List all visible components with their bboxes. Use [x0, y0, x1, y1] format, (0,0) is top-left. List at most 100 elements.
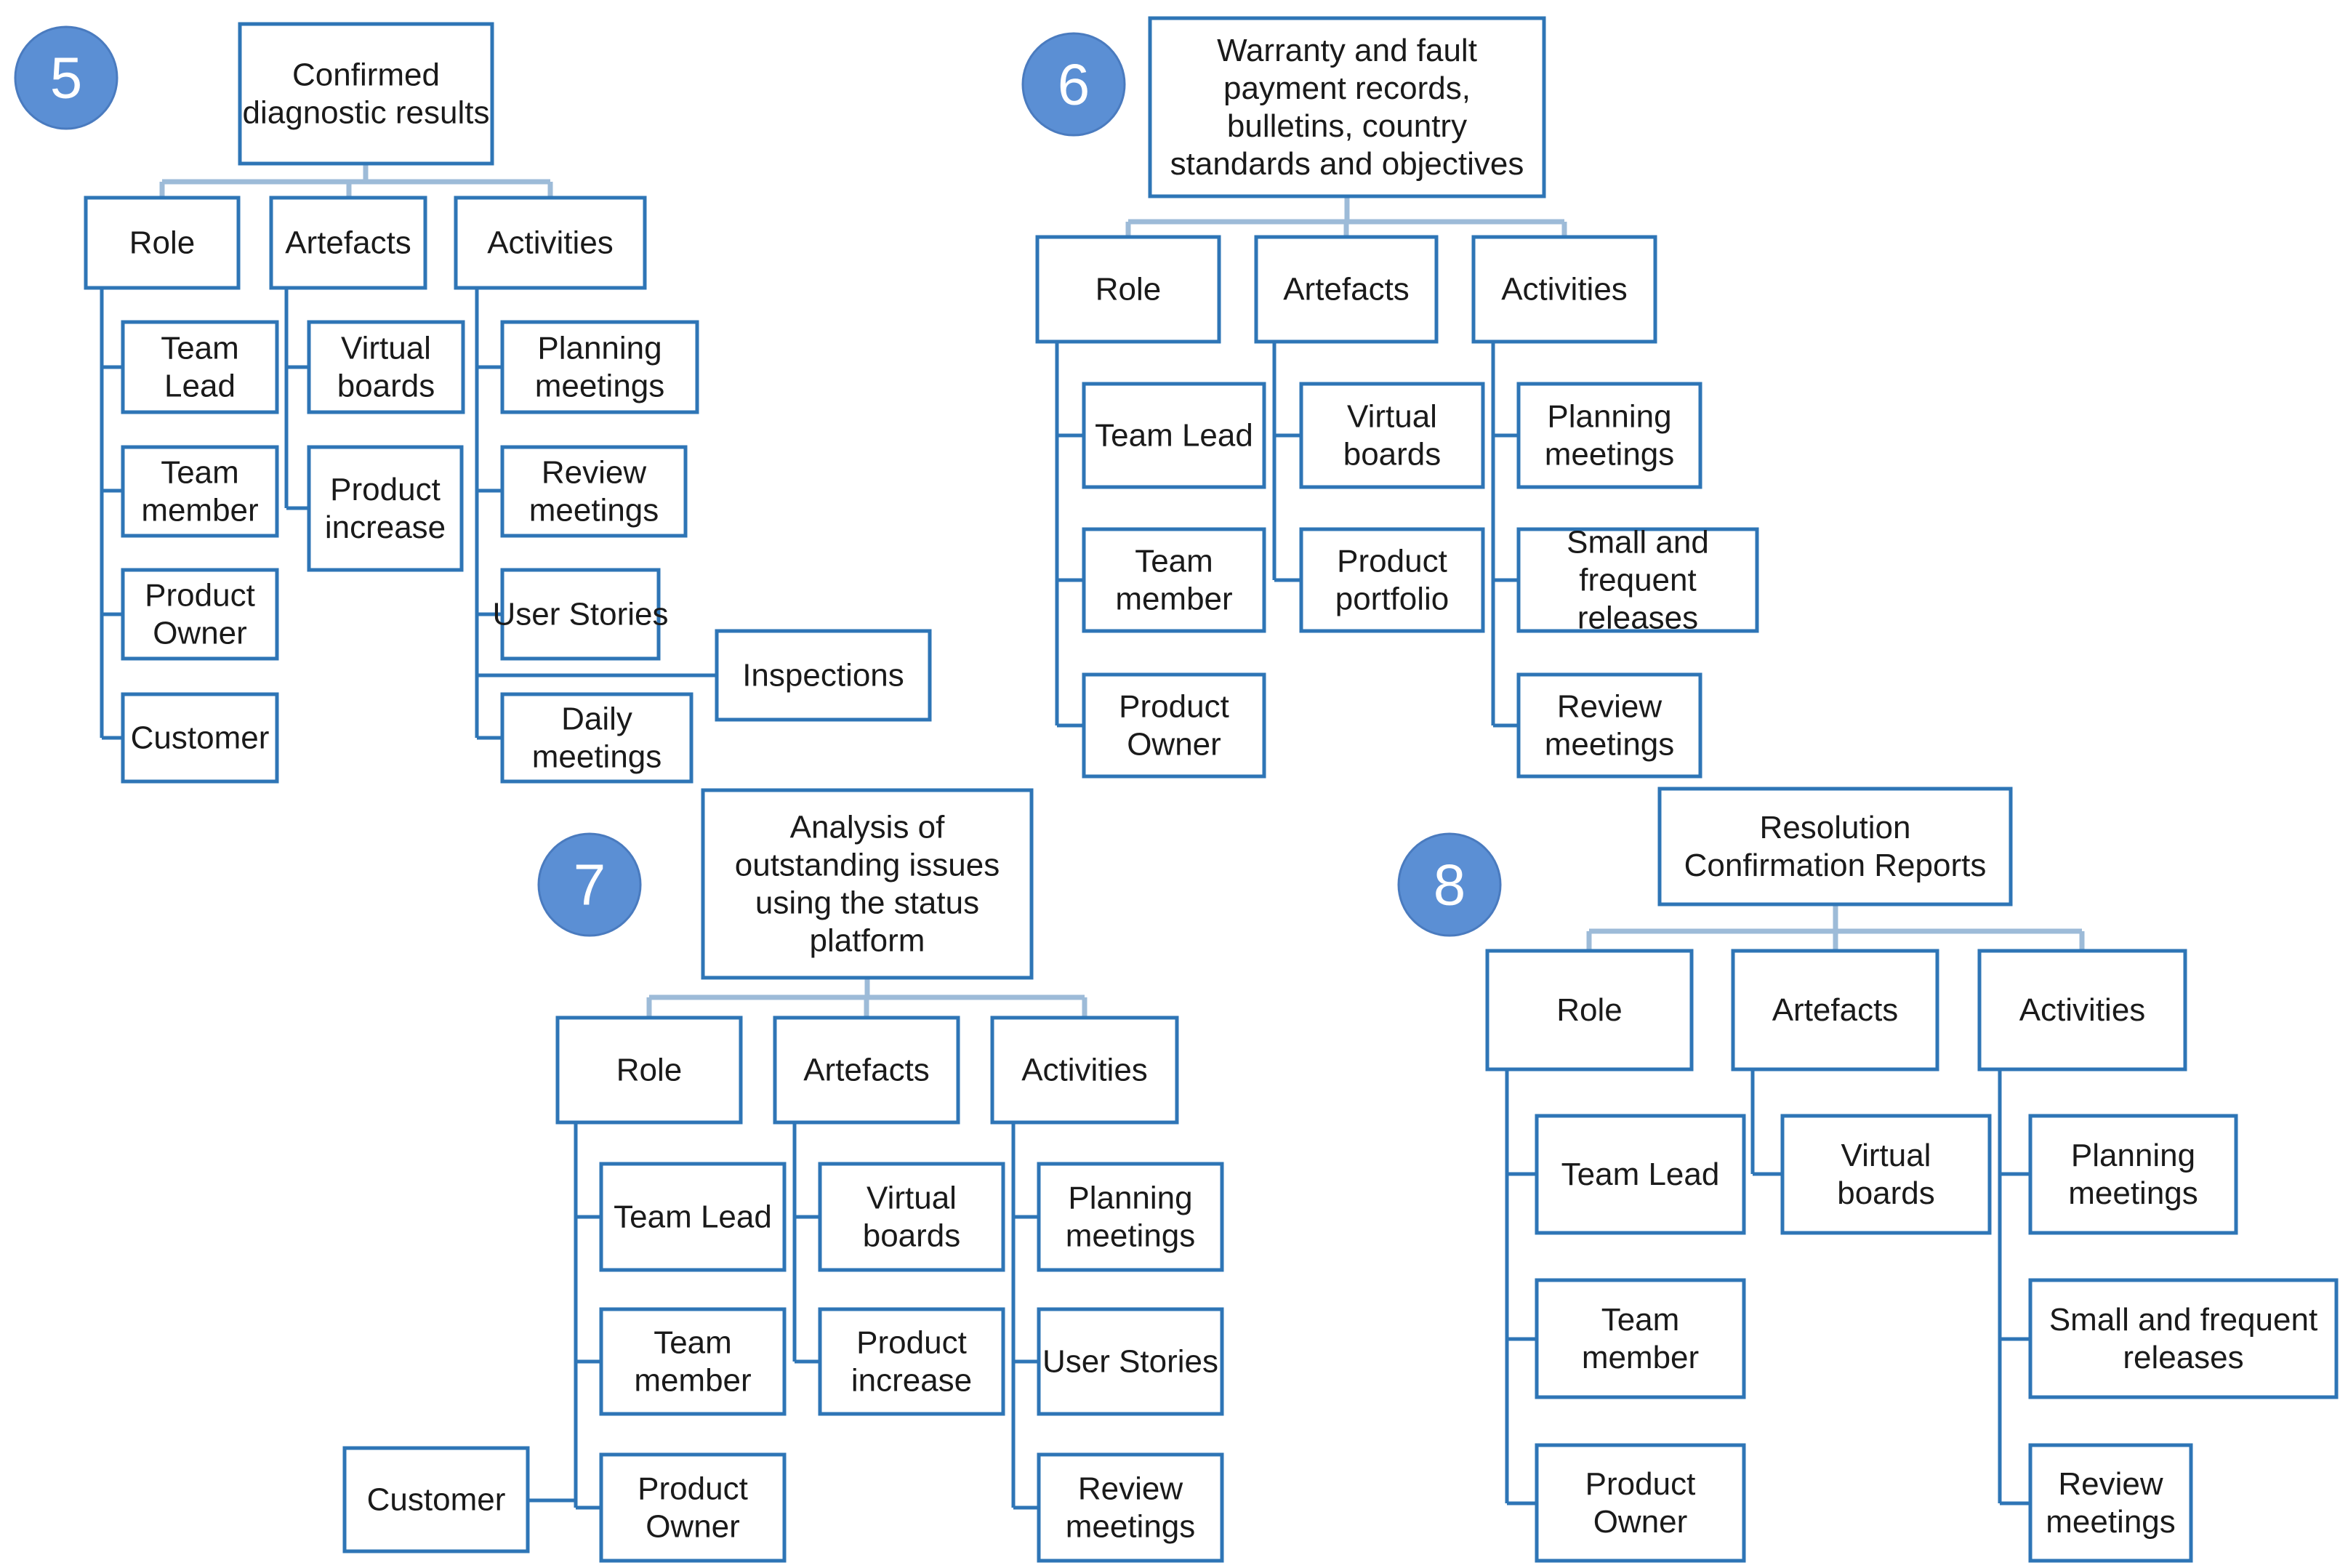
item-box-team-lead-text: Team Lead [1561, 1157, 1720, 1192]
item-box-team-member-frame [599, 1307, 787, 1416]
root-box-text: Confirmation Reports [1684, 848, 1987, 883]
root-box-frame [1657, 787, 2013, 906]
item-box-team-member-frame [1535, 1278, 1746, 1399]
item-box-small-and-frequent-releases-text: Small and [1567, 525, 1709, 560]
category-box-artefacts-frame [1731, 949, 1939, 1072]
item-box-virtual-boards-frame [818, 1162, 1005, 1272]
root-box-text: Confirmed [292, 57, 440, 93]
item-box-planning-meetings-frame [500, 320, 699, 414]
item-box-planning-meetings-text: Planning [2071, 1138, 2195, 1173]
step-badge: 8 [1397, 832, 1502, 937]
root-box-text: payment records, [1223, 71, 1471, 106]
item-box-small-and-frequent-releases-text: releases [1577, 600, 1698, 636]
step-badge-circle [1397, 832, 1502, 937]
item-box-user-stories-text: User Stories [492, 597, 668, 632]
item-box-review-meetings-text: meetings [2046, 1504, 2176, 1540]
item-box-customer-text: Customer [367, 1482, 506, 1518]
item-box-customer-text: Customer [131, 720, 270, 756]
item-box-planning-meetings-frame [1516, 382, 1702, 489]
item-box-customer-frame [121, 692, 279, 784]
item-box-virtual-boards-frame [307, 320, 465, 414]
item-box-planning-meetings-text: meetings [1066, 1218, 1196, 1254]
step-badge-number: 5 [50, 46, 83, 110]
item-box-product-owner-text: Owner [153, 616, 247, 651]
item-box-user-stories-frame [1037, 1307, 1224, 1416]
item-box-team-lead-frame [121, 320, 279, 414]
item-box-product-owner-text: Product [1119, 689, 1229, 725]
category-box-artefacts-frame [1254, 235, 1439, 344]
step-badge-circle [14, 25, 118, 130]
category-box-activities-frame [1471, 235, 1657, 344]
step-badge-number: 7 [574, 853, 606, 917]
item-box-virtual-boards-text: boards [337, 369, 435, 404]
category-box-artefacts-text: Artefacts [803, 1053, 930, 1088]
item-box-review-meetings-frame [2028, 1443, 2193, 1563]
category-box-role: Role [84, 196, 241, 290]
root-box-text: Resolution [1760, 810, 1911, 845]
item-box-virtual-boards-text: Virtual [867, 1181, 957, 1216]
item-box-daily-meetings-text: meetings [532, 739, 662, 775]
category-box-role-text: Role [1556, 992, 1623, 1028]
item-box-product-increase-text: increase [325, 510, 446, 545]
item-box-team-lead-text: Team Lead [614, 1199, 772, 1235]
category-box-artefacts-frame [269, 196, 427, 290]
root-box-text: Analysis of [790, 810, 946, 845]
category-box-activities-text: Activities [487, 225, 614, 261]
item-box-virtual-boards-frame [1299, 382, 1485, 489]
category-box-artefacts-frame [773, 1016, 960, 1125]
category-box-role: Role [555, 1016, 743, 1125]
category-box-role-frame [1035, 235, 1221, 344]
root-box-frame [1148, 16, 1546, 198]
item-box-review-meetings-text: Review [542, 455, 646, 491]
item-box-user-stories: User Stories [1037, 1307, 1224, 1416]
item-box-review-meetings-text: Review [2058, 1466, 2163, 1502]
item-box-planning-meetings-text: Planning [1547, 399, 1671, 435]
category-box-role-text: Role [129, 225, 196, 261]
item-box-team-lead-text: Team Lead [1095, 418, 1253, 454]
step-badge-number: 8 [1434, 853, 1466, 917]
category-box-activities: Activities [990, 1016, 1179, 1125]
root-box-text: outstanding issues [735, 848, 1000, 883]
item-box-customer: Customer [342, 1446, 530, 1553]
category-box-artefacts: Artefacts [1254, 235, 1439, 344]
item-box-team-member-text: Team [1135, 544, 1213, 579]
item-box-product-portfolio-text: portfolio [1335, 582, 1450, 617]
item-box-customer: Customer [121, 692, 279, 784]
item-box-planning-meetings-frame [2028, 1114, 2238, 1235]
item-box-planning-meetings-text: meetings [535, 369, 665, 404]
item-box-review-meetings-text: meetings [1066, 1509, 1196, 1545]
item-box-small-and-frequent-releases-text: frequent [1579, 563, 1696, 598]
root-box-text: bulletins, country [1227, 108, 1467, 144]
item-box-product-increase-text: increase [851, 1363, 972, 1399]
item-box-planning-meetings-text: meetings [1545, 437, 1675, 473]
item-box-virtual-boards-text: boards [1343, 437, 1442, 473]
item-box-virtual-boards-frame [1780, 1114, 1992, 1235]
item-box-product-owner-text: Owner [1127, 727, 1221, 763]
item-box-team-member-text: member [141, 493, 258, 528]
item-box-daily-meetings-text: Daily [561, 701, 632, 737]
item-box-product-owner-frame [599, 1452, 787, 1563]
item-box-customer-frame [342, 1446, 530, 1553]
item-box-team-member-frame [1082, 527, 1266, 633]
category-box-artefacts: Artefacts [1731, 949, 1939, 1072]
category-box-artefacts-text: Artefacts [1772, 992, 1899, 1028]
item-box-product-increase-text: Product [856, 1325, 967, 1361]
